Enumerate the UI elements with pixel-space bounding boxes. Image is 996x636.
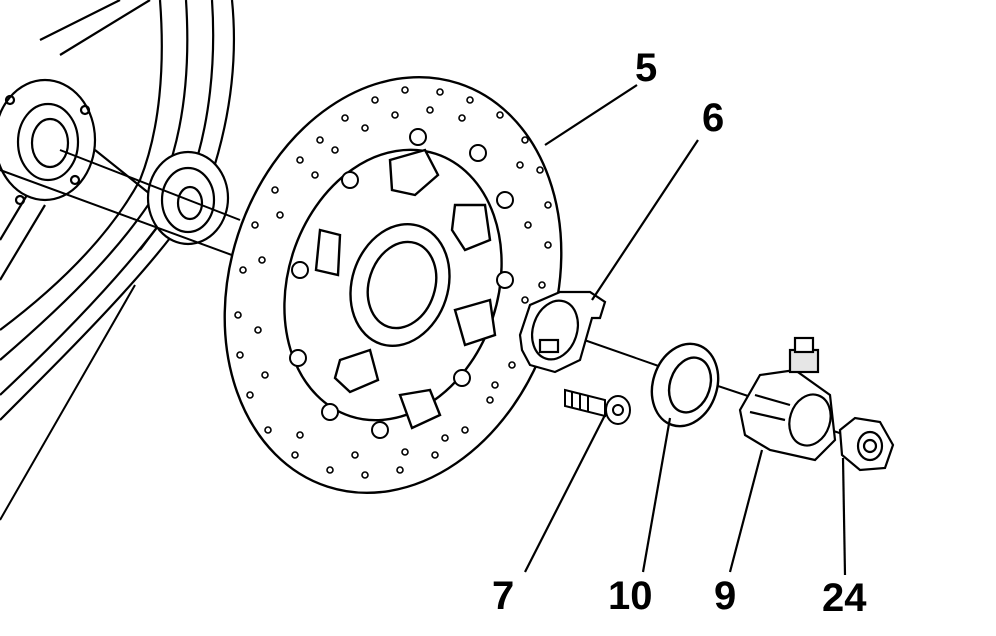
wheel bbox=[0, 0, 236, 421]
carrier-window bbox=[314, 228, 342, 277]
hub-bolt bbox=[79, 104, 91, 116]
carrier-window bbox=[388, 148, 440, 197]
hub-bolt bbox=[14, 194, 26, 206]
disc-float-button bbox=[409, 128, 427, 146]
callout-10: 10 bbox=[608, 574, 653, 618]
wheel-spoke bbox=[0, 204, 46, 281]
carrier-window bbox=[398, 388, 442, 430]
callout-9: 9 bbox=[714, 574, 737, 618]
wheel-hub-bore bbox=[30, 117, 70, 169]
leader-line-24 bbox=[841, 457, 847, 576]
wheel-spoke bbox=[0, 189, 31, 241]
sensor-ring bbox=[518, 290, 607, 374]
leader-line-9 bbox=[728, 449, 764, 573]
spacer bbox=[650, 342, 720, 428]
callout-24: 24 bbox=[822, 576, 867, 620]
disc-float-button bbox=[371, 421, 389, 439]
callout-6: 6 bbox=[702, 96, 725, 140]
disc-float-button bbox=[341, 171, 359, 189]
brake-disc-bore bbox=[366, 240, 438, 330]
wheel-hub-bearing-seat bbox=[16, 102, 80, 182]
disc-float-button bbox=[469, 144, 487, 162]
brake-disc bbox=[223, 75, 563, 495]
disc-drill-holes bbox=[234, 86, 552, 479]
disc-float-button bbox=[289, 349, 307, 367]
leader-line-6 bbox=[591, 139, 699, 301]
carrier-window bbox=[333, 348, 380, 394]
disc-float-button bbox=[496, 191, 514, 209]
hub-bolt bbox=[69, 174, 81, 186]
leader-line-7 bbox=[524, 414, 606, 573]
hub-bolt bbox=[4, 94, 16, 106]
disc-bolt bbox=[564, 388, 631, 425]
axle-nut bbox=[838, 416, 895, 472]
hub-bearing bbox=[146, 150, 230, 246]
speed-sensor bbox=[738, 336, 837, 462]
disc-float-button bbox=[496, 271, 514, 289]
wheel-hub-outer bbox=[0, 78, 97, 202]
leader-lines bbox=[524, 84, 847, 576]
carrier-window bbox=[450, 203, 492, 252]
wheel-spoke bbox=[39, 0, 121, 41]
leader-line-10 bbox=[641, 417, 672, 573]
callout-5: 5 bbox=[635, 46, 658, 90]
wheel-spoke bbox=[59, 0, 151, 56]
callout-7: 7 bbox=[492, 574, 515, 618]
carrier-window bbox=[453, 298, 497, 347]
disc-float-button bbox=[453, 369, 471, 387]
disc-float-button bbox=[291, 261, 309, 279]
leader-line-5 bbox=[544, 84, 638, 146]
disc-float-button bbox=[321, 403, 339, 421]
